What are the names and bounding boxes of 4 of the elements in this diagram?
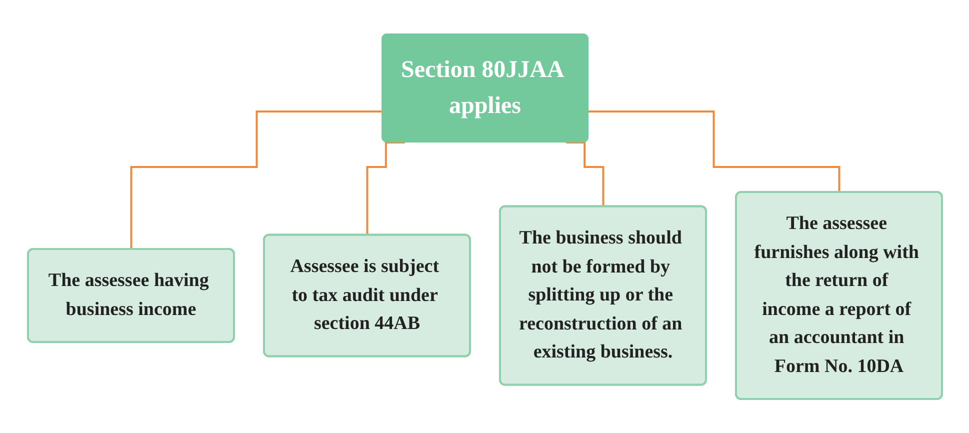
connector (366, 142, 404, 236)
connector (130, 110, 382, 250)
connector (588, 110, 840, 194)
connector (566, 142, 604, 208)
